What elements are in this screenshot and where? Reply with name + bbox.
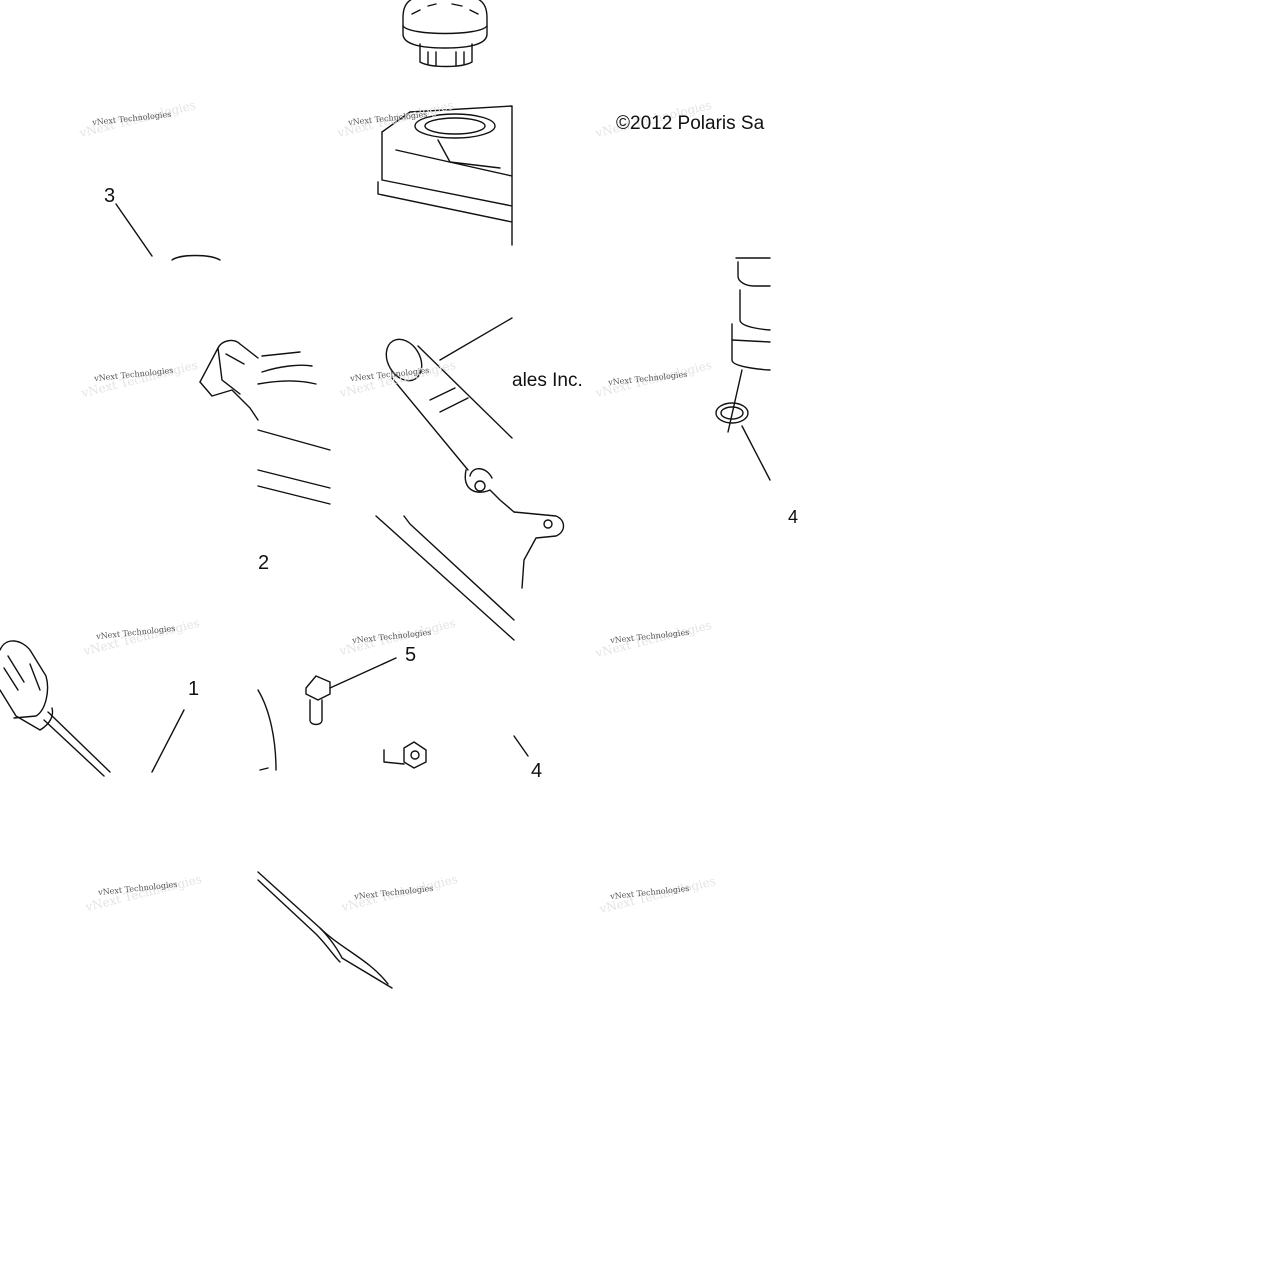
bracket-leader (513, 735, 529, 757)
dipstick (0, 640, 393, 989)
dipstick-tube (375, 317, 565, 641)
copyright-text-1: ©2012 Polaris Sa (616, 113, 765, 134)
bolts (257, 657, 427, 771)
filler-cap (402, 0, 488, 68)
copyright-text-2: ales Inc. (512, 370, 583, 391)
callout-2: 2 (258, 552, 270, 574)
oil-fitting (115, 203, 221, 261)
callout-5: 5 (405, 644, 417, 666)
dipstick-handle (715, 257, 771, 481)
callout-4-lower: 4 (531, 760, 543, 782)
valve-cover-top (377, 105, 513, 246)
callout-4-upper: 4 (788, 507, 799, 527)
callout-1: 1 (188, 678, 200, 700)
callout-3: 3 (104, 185, 116, 207)
hose-clip (199, 339, 331, 505)
